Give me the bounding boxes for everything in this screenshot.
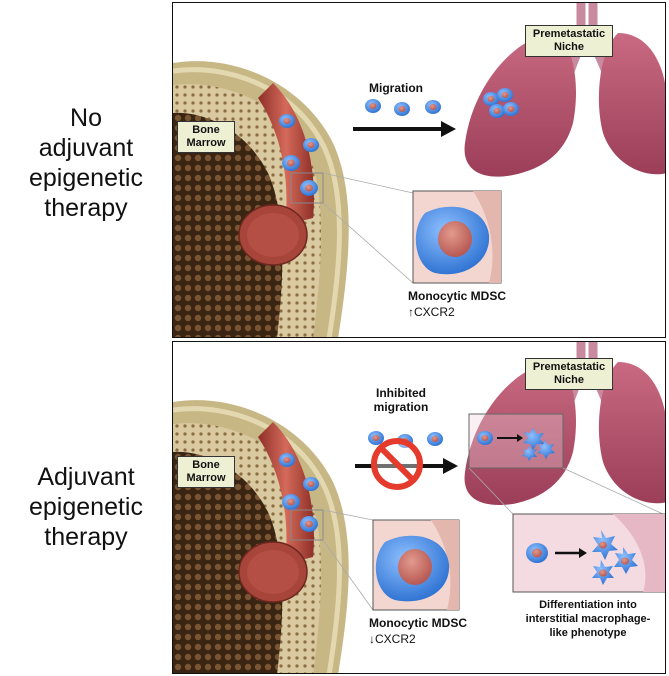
bone-marrow-label: Bone Marrow: [177, 456, 235, 488]
label-line: No: [70, 104, 102, 132]
zoom-source-box: [290, 172, 324, 204]
blood-vessel: [258, 422, 314, 564]
cells-in-vessel: [279, 114, 319, 196]
mdsc-title: Monocytic MDSC: [369, 616, 468, 630]
mdsc-zoom-inset: [412, 190, 502, 284]
cxcr2-text: CXCR2: [414, 305, 455, 319]
cxcr2-expression: ↑CXCR2: [408, 305, 455, 319]
differentiation-caption: Differentiation into interstitial macrop…: [525, 599, 651, 639]
cxcr2-text: CXCR2: [375, 632, 416, 646]
migration-arrow-head: [441, 121, 456, 137]
migration-label: Migration: [369, 81, 423, 95]
label-line: adjuvant: [38, 134, 134, 162]
panel-therapy: Bone Marrow Premetastatic Niche Inhibite…: [172, 341, 666, 674]
cells-in-vessel: [279, 453, 319, 532]
premetastatic-niche-label: Premetastatic Niche: [525, 358, 613, 390]
cxcr2-expression: ↓CXCR2: [369, 632, 416, 646]
prohibited-icon: [371, 438, 423, 490]
lung-zoom-box: [468, 413, 564, 469]
label-line: therapy: [44, 194, 128, 222]
zoom-source-box: [290, 509, 324, 541]
migration-arrow-head: [443, 458, 458, 474]
down-arrow-icon: ↓: [369, 632, 375, 646]
label-line: epigenetic: [29, 493, 143, 521]
blood-vessel: [258, 83, 314, 225]
panel-no-therapy: Bone Marrow Premetastatic Niche Migratio…: [172, 2, 666, 338]
cells-in-lung: [483, 88, 519, 118]
bone-marrow-label: Bone Marrow: [177, 121, 235, 153]
bone-outer-highlight: [173, 406, 342, 673]
bone-outer-highlight: [173, 67, 342, 337]
label-line: therapy: [44, 523, 128, 551]
panel-illustration: [173, 342, 665, 673]
migrating-cells: [365, 99, 441, 116]
lungs-illustration: [464, 3, 665, 177]
condition-label-no-therapy: No adjuvant epigenetic therapy: [0, 103, 172, 223]
mdsc-zoom-inset: [372, 519, 460, 611]
condition-label-therapy: Adjuvant epigenetic therapy: [0, 462, 172, 552]
mdsc-title: Monocytic MDSC: [408, 289, 507, 303]
label-line: Adjuvant: [37, 463, 135, 491]
bone-marrow-inner: [173, 451, 283, 673]
differentiation-inset: [512, 513, 665, 593]
bone-marrow-inner: [173, 112, 283, 337]
label-line: epigenetic: [29, 164, 143, 192]
inhibited-migration-label: Inhibited migration: [373, 386, 429, 414]
up-arrow-icon: ↑: [408, 305, 414, 319]
premetastatic-niche-label: Premetastatic Niche: [525, 25, 613, 57]
